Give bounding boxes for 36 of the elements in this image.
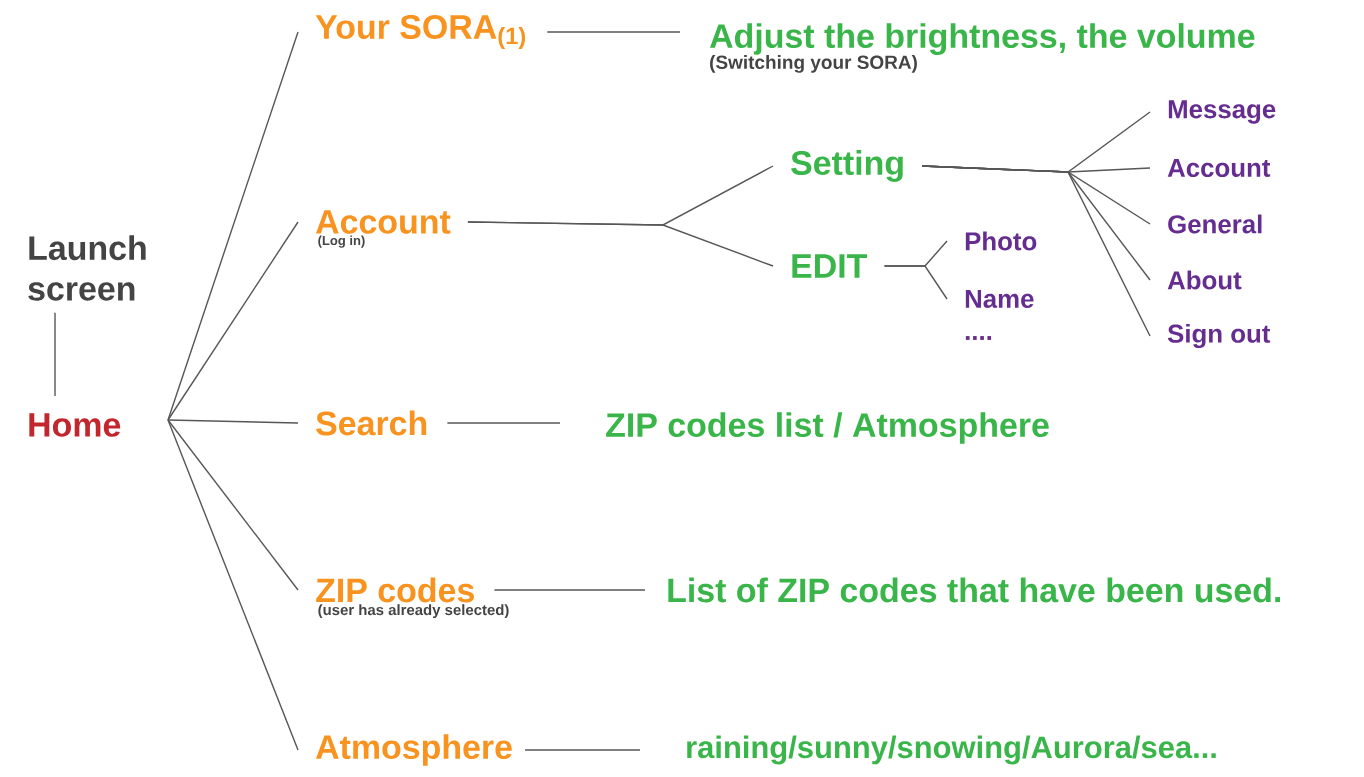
connector-line bbox=[167, 419, 299, 591]
note-text: (Log in) bbox=[318, 235, 365, 248]
section-label: Your SORA$_{(1)}$ bbox=[315, 14, 526, 50]
screen-label: Launch screen bbox=[28, 235, 146, 301]
description-text: Adjust the brightness, the volume (Switching your SORA) bbox=[709, 23, 1255, 73]
connector-line bbox=[167, 419, 299, 751]
note-text: (user has already selected) bbox=[318, 604, 509, 619]
section-label: ZIP codes bbox=[316, 577, 474, 603]
connector-line bbox=[921, 165, 1151, 337]
section-label: Atmosphere bbox=[315, 734, 512, 766]
feature-label: EDIT bbox=[792, 254, 867, 278]
ellipsis-text: .... bbox=[965, 336, 992, 340]
connector-line bbox=[467, 221, 774, 267]
connector-line bbox=[546, 31, 681, 33]
description-text: ZIP codes list / Atmosphere bbox=[606, 412, 1049, 444]
connector-line bbox=[167, 419, 299, 424]
item-label: Account bbox=[1167, 159, 1271, 177]
item-label: General bbox=[1168, 214, 1262, 234]
connector-line bbox=[54, 312, 56, 397]
description-text: List of ZIP codes that have been used. bbox=[668, 577, 1280, 603]
connector-line bbox=[883, 265, 948, 300]
item-label: Photo bbox=[965, 231, 1037, 251]
item-label: Sign out bbox=[1167, 323, 1271, 349]
item-label: Name bbox=[965, 290, 1034, 308]
connector-line bbox=[493, 589, 646, 591]
connector-line bbox=[524, 749, 641, 751]
connector-line bbox=[167, 221, 299, 421]
description-text: raining/sunny/snowing/Aurora/sea... bbox=[687, 735, 1216, 765]
item-label: About bbox=[1167, 270, 1242, 290]
item-label: Message bbox=[1168, 100, 1276, 124]
connector-line bbox=[167, 31, 299, 421]
screen-label: Home bbox=[29, 413, 121, 437]
section-label: Account bbox=[315, 210, 451, 234]
connector-line bbox=[446, 422, 561, 424]
section-label: Search bbox=[316, 410, 427, 436]
feature-label: Setting bbox=[791, 150, 903, 182]
